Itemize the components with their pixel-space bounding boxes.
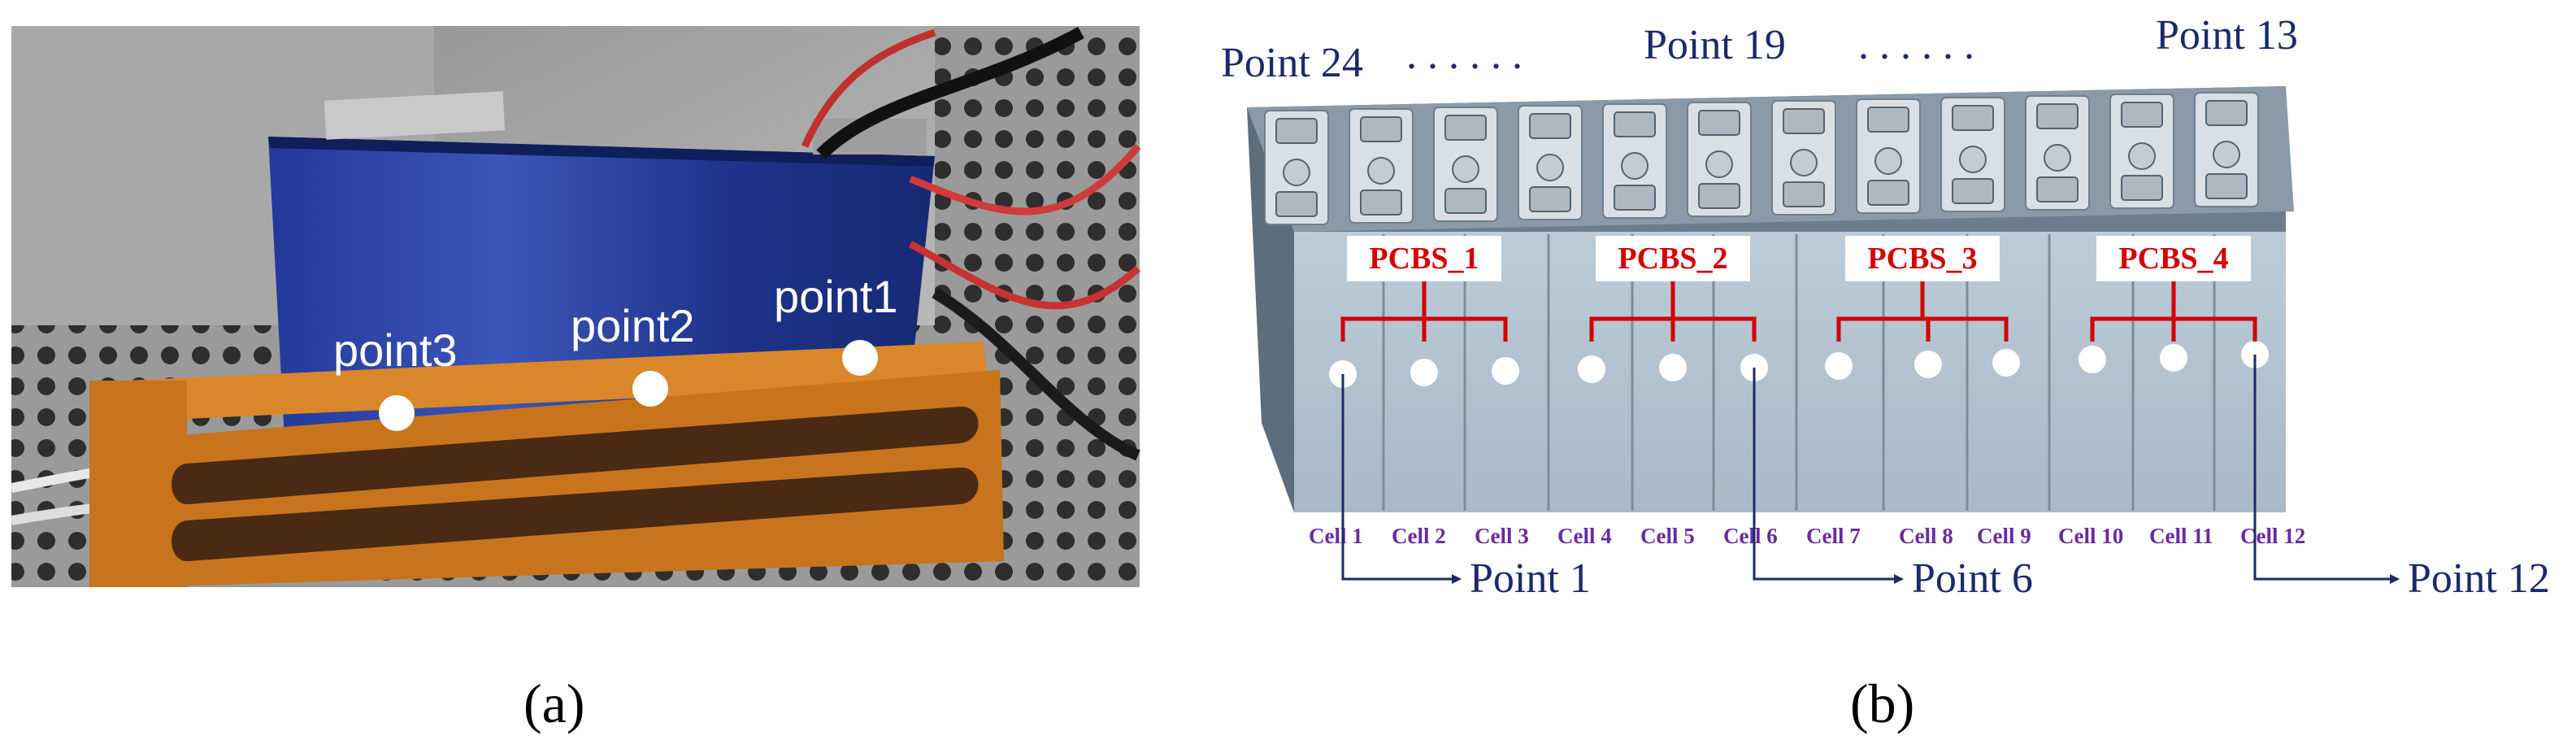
terminal-icon — [1360, 189, 1402, 216]
terminal-icon — [1444, 115, 1487, 141]
pcbs-label: PCBS_3 — [1867, 242, 1977, 276]
terminal-icon — [1698, 183, 1740, 209]
panel-b-diagram: Point 24 . . . . . . Point 19 . . . . . … — [1221, 12, 2550, 602]
photo-label-point1: point1 — [774, 271, 898, 322]
terminal-icon — [1444, 188, 1487, 214]
vent-icon — [1452, 155, 1479, 183]
cell-label: Cell 11 — [2149, 524, 2213, 548]
sensor-dot-point1 — [842, 340, 878, 376]
pcbs-bracket — [1340, 281, 1508, 342]
terminal-icon — [1614, 185, 1656, 211]
terminal-icon — [1529, 113, 1571, 139]
cell-label: Cell 2 — [1392, 524, 1446, 548]
pcbs-label: PCBS_4 — [2118, 242, 2228, 276]
vent-icon — [1536, 154, 1564, 181]
cell-label: Cell 9 — [1977, 524, 2031, 548]
cell-label: Cell 12 — [2240, 524, 2305, 548]
measure-point-dot — [1410, 359, 1438, 386]
terminal-icon — [1360, 116, 1402, 142]
terminal-icon — [1698, 110, 1740, 136]
pcbs-box — [1347, 236, 1501, 281]
panel-a-photo: point1 point2 point3 — [10, 26, 1141, 587]
cell-label: Cell 10 — [2058, 524, 2123, 548]
pcbs-box — [1845, 236, 2000, 281]
battery-module — [1247, 86, 2294, 512]
pcbs-label: PCBS_2 — [1618, 242, 1727, 276]
bottom-label-point-1: Point 1 — [1470, 555, 1591, 602]
cell-label: Cell 4 — [1557, 524, 1612, 548]
measure-point-dot — [1914, 351, 1942, 378]
pcbs-box — [2096, 236, 2251, 281]
terminal-icon — [2036, 103, 2079, 129]
pcbs-box — [1596, 236, 1750, 281]
terminal-icon — [1783, 181, 1825, 207]
measure-point-dot — [1492, 357, 1519, 385]
sensor-dot-point2 — [632, 371, 668, 407]
photo-label-point3: point3 — [333, 324, 458, 376]
terminal-icon — [1275, 191, 1318, 217]
terminal-icon — [1529, 186, 1571, 212]
terminal-icon — [2205, 100, 2248, 126]
sensor-dot-point3 — [379, 395, 415, 431]
arrows — [1341, 355, 2400, 584]
vent-icon — [1959, 146, 1987, 173]
arrow-point-1 — [1341, 374, 1462, 584]
top-label-point-19: Point 19 — [1644, 22, 1786, 68]
measure-point-dot — [1659, 354, 1687, 381]
top-dots-1: . . . . . . — [1406, 32, 1523, 78]
measure-point-dot — [1578, 355, 1605, 383]
cell-label: Cell 1 — [1309, 524, 1363, 548]
cell-label: Cell 5 — [1640, 524, 1695, 548]
terminal-icon — [2121, 175, 2163, 201]
pcbs-group: PCBS_4 — [2090, 236, 2257, 342]
vent-icon — [1367, 157, 1395, 185]
pcbs-bracket — [2090, 281, 2257, 342]
pcbs-group: PCBS_2 — [1589, 236, 1757, 342]
bottom-label-point-12: Point 12 — [2408, 555, 2550, 602]
pcbs-label: PCBS_1 — [1369, 242, 1479, 276]
cell-label: Cell 6 — [1723, 524, 1778, 548]
vent-icon — [1790, 149, 1818, 176]
top-label-point-13: Point 13 — [2156, 12, 2298, 59]
cell-label: Cell 7 — [1806, 524, 1861, 548]
caption-b: (b) — [1850, 673, 1914, 734]
terminal-icon — [2205, 173, 2248, 199]
terminal-icon — [1867, 107, 1909, 133]
cell-label: Cell 3 — [1475, 524, 1529, 548]
arrow-point-6 — [1753, 368, 1904, 584]
terminal-icon — [1783, 108, 1825, 134]
pcbs-bracket — [1589, 281, 1757, 342]
terminal-icon — [2121, 102, 2163, 128]
terminal-icon — [1867, 180, 1909, 206]
vent-icon — [2128, 142, 2156, 170]
top-dots-2: . . . . . . — [1858, 22, 1974, 68]
cell-label: Cell 8 — [1899, 524, 1953, 548]
vent-icon — [2044, 144, 2071, 172]
vent-icon — [1874, 147, 1902, 175]
bottom-label-point-6: Point 6 — [1912, 555, 2033, 602]
terminal-icon — [1275, 118, 1318, 144]
arrow-point-12 — [2253, 355, 2400, 584]
terminal-icon — [1952, 178, 1994, 204]
vent-icon — [1705, 150, 1733, 178]
pcbs-bracket — [1836, 281, 2009, 342]
vent-icon — [2213, 141, 2240, 168]
measure-point-dot — [2160, 344, 2187, 372]
vent-icon — [1283, 159, 1310, 186]
photo-label-point2: point2 — [571, 300, 695, 351]
measure-point-dot — [1825, 352, 1853, 380]
measure-point-dot — [2079, 346, 2106, 373]
pcbs-group: PCBS_3 — [1836, 236, 2009, 342]
vent-icon — [1621, 152, 1649, 180]
measure-point-dot — [1992, 349, 2020, 377]
terminal-icon — [2036, 176, 2079, 202]
caption-a: (a) — [523, 673, 584, 734]
terminal-icon — [1614, 111, 1656, 137]
fixture — [89, 342, 1004, 587]
top-label-point-24: Point 24 — [1221, 40, 1363, 86]
pcbs-group: PCBS_1 — [1340, 236, 1508, 342]
terminal-icon — [1952, 105, 1994, 131]
